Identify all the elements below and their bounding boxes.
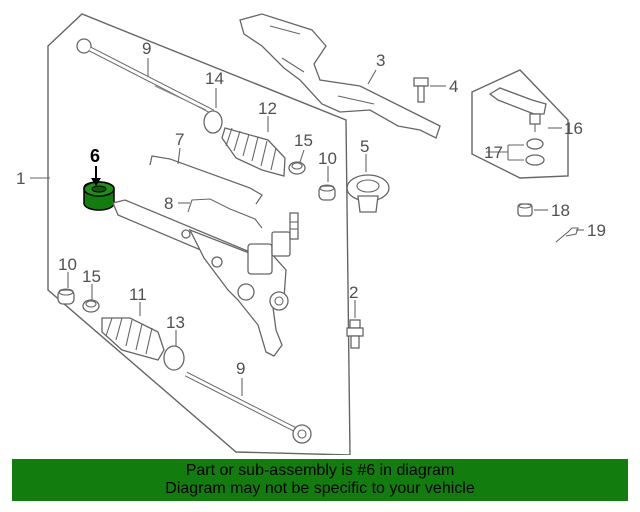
bolt-4 [413, 77, 429, 103]
callout-14: 14 [205, 69, 224, 88]
callout-18: 18 [551, 201, 570, 220]
cap-18 [517, 203, 533, 217]
callout-17: 17 [484, 143, 503, 162]
callout-2: 2 [349, 283, 358, 302]
clamp-ring-14 [203, 110, 223, 134]
callout-4: 4 [449, 77, 458, 96]
callout-1: 1 [16, 169, 25, 188]
callout-5: 5 [360, 137, 369, 156]
callout-9-upper: 9 [142, 39, 151, 58]
highlight-arrow-6 [91, 166, 101, 186]
nut-17 [525, 138, 545, 166]
callout-8: 8 [164, 194, 173, 213]
leader-lines [30, 58, 584, 396]
callout-12: 12 [258, 99, 277, 118]
rack-boot-12 [221, 127, 286, 177]
tie-rod-lower [184, 371, 312, 444]
bracket-3 [239, 13, 441, 139]
bushing-5 [346, 174, 390, 213]
bushing-15-upper [288, 161, 306, 175]
pin-19 [555, 227, 579, 243]
callout-15-upper: 15 [294, 131, 313, 150]
rack-housing [112, 199, 299, 357]
callout-3: 3 [376, 51, 385, 70]
tie-rod-upper [76, 38, 215, 115]
banner-line-1: Part or sub-assembly is #6 in diagram [185, 462, 455, 479]
assembly-panel [47, 13, 351, 455]
callout-19: 19 [587, 221, 606, 240]
bolt-2 [346, 319, 364, 349]
part-info-banner: Part or sub-assembly is #6 in diagram Di… [12, 459, 628, 501]
tie-rod-end [488, 87, 547, 132]
pipe-8 [187, 198, 263, 229]
callout-16: 16 [564, 119, 583, 138]
bushing-10-lower [57, 288, 75, 305]
callout-13: 13 [166, 313, 185, 332]
callout-15-lower: 15 [82, 267, 101, 286]
highlighted-part-6 [83, 181, 115, 211]
callout-6: 6 [90, 146, 100, 166]
bushing-10-upper [318, 184, 336, 201]
callout-11: 11 [129, 285, 147, 304]
callout-10-lower: 10 [58, 255, 77, 274]
rack-boot-11 [101, 317, 165, 361]
callout-10-upper: 10 [318, 149, 337, 168]
bushing-15-lower [82, 299, 100, 313]
parts-diagram: 1 2 3 4 5 6 7 8 9 9 10 10 11 12 13 14 15… [16, 13, 606, 455]
callout-9-lower: 9 [236, 359, 245, 378]
tie-rod-end-panel [471, 69, 569, 179]
callout-7: 7 [175, 130, 184, 149]
banner-line-2: Diagram may not be specific to your vehi… [165, 480, 475, 497]
clamp-ring-13 [163, 345, 185, 371]
